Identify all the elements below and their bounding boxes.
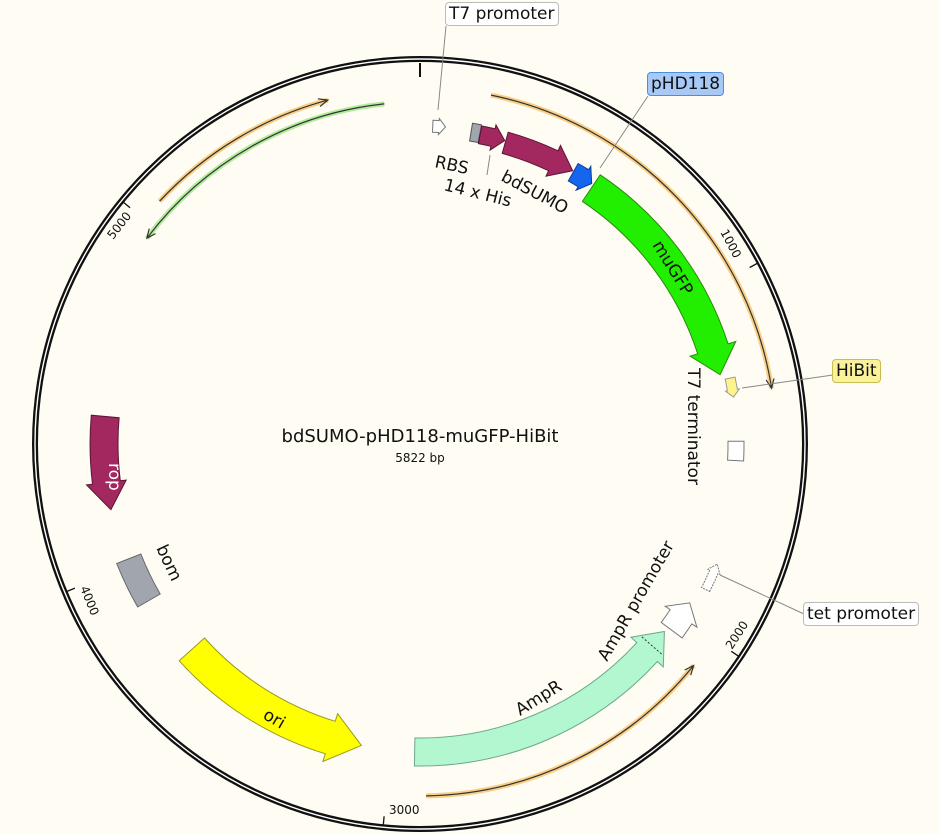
bom-label: bom: [151, 542, 185, 585]
rbs-feature[interactable]: [469, 122, 483, 144]
tick-5000: [121, 200, 131, 209]
tick-label-4000: 4000: [77, 584, 101, 618]
t7-terminator-feature[interactable]: [727, 440, 745, 462]
primer-arc-bottom[interactable]: [426, 663, 696, 799]
t7-terminator-label: T7 terminator: [683, 367, 703, 485]
tet-promoter-callout[interactable]: tet promoter: [803, 602, 920, 626]
rop-feature[interactable]: [85, 414, 128, 511]
tick-3000: [382, 816, 385, 827]
backbone-circle: [32, 56, 808, 832]
bdsumo-feature[interactable]: [501, 131, 574, 177]
plasmid-name: bdSUMO-pHD118-muGFP-HiBit: [282, 426, 559, 447]
tick-1000: [749, 262, 759, 269]
t7-promoter-callout[interactable]: T7 promoter: [445, 2, 559, 26]
ampr-promoter-feature[interactable]: [660, 602, 698, 639]
primer-arc-right[interactable]: [490, 92, 775, 390]
ampr-divider: [641, 636, 664, 656]
tick-label-3000: 3000: [389, 803, 420, 817]
primer-arc-top-left[interactable]: [157, 97, 330, 203]
tick-4000: [65, 587, 76, 593]
phd118-feature[interactable]: [567, 162, 593, 192]
his-leader: [486, 154, 491, 176]
phd118-leader: [599, 95, 649, 169]
mugfp-feature[interactable]: [581, 174, 737, 376]
rbs-label: RBS: [433, 152, 470, 179]
hibit-feature[interactable]: [724, 376, 741, 398]
hibit-callout[interactable]: HiBit: [832, 359, 881, 383]
hibit-leader: [741, 374, 834, 389]
ori-feature[interactable]: [178, 637, 363, 763]
his-tag-feature[interactable]: [477, 123, 506, 152]
bom-feature[interactable]: [116, 553, 161, 608]
green-arc-top-left[interactable]: [144, 101, 385, 240]
t7-promoter-feature[interactable]: [431, 117, 447, 136]
tick-2000: [730, 650, 740, 658]
t7-promoter-leader: [437, 25, 447, 111]
plasmid-length: 5822 bp: [395, 451, 445, 465]
tet-promoter-feature[interactable]: [700, 563, 721, 593]
ampr-feature[interactable]: [413, 630, 665, 767]
rop-label: rop: [104, 463, 124, 491]
phd118-callout[interactable]: pHD118: [647, 72, 725, 96]
tet-promoter-leader: [719, 574, 805, 615]
